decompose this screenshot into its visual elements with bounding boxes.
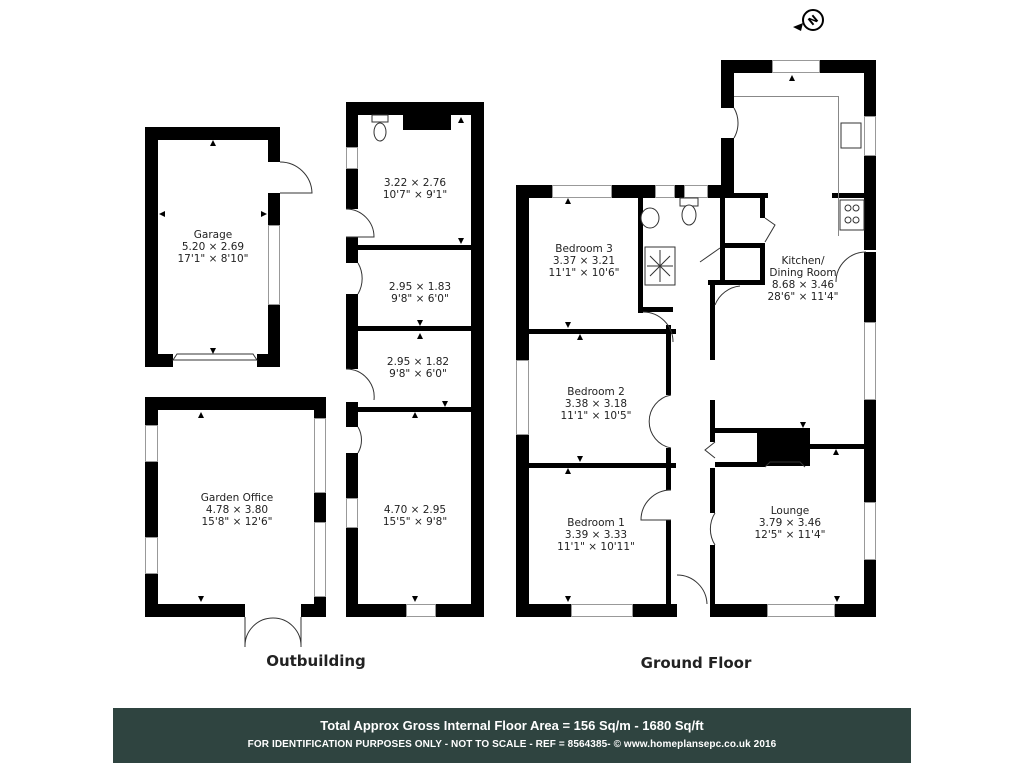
- room-name: Garden Office: [200, 492, 274, 504]
- room-imperial: 11'1" × 10'6": [548, 267, 620, 279]
- room-garage: Garage 5.20 × 2.69 17'1" × 8'10": [178, 229, 249, 265]
- disclaimer-text: FOR IDENTIFICATION PURPOSES ONLY - NOT T…: [247, 739, 777, 750]
- room-garden-office: Garden Office 4.78 × 3.80 15'8" × 12'6": [201, 492, 273, 528]
- room-bedroom-1: Bedroom 1 3.39 × 3.33 11'1" × 10'11": [557, 517, 635, 553]
- room-metric: 3.22 × 2.76: [383, 177, 447, 189]
- room-imperial: 15'8" × 12'6": [201, 516, 273, 528]
- room-imperial: 10'7" × 9'1": [382, 189, 448, 201]
- room-name: Bedroom 1: [567, 517, 625, 529]
- room-metric: 4.78 × 3.80: [205, 504, 269, 516]
- room-outbuilding-4: 4.70 × 2.95 15'5" × 9'8": [383, 504, 447, 528]
- room-name: Bedroom 3: [555, 243, 613, 255]
- room-outbuilding-1: 3.22 × 2.76 10'7" × 9'1": [383, 177, 447, 201]
- room-kitchen-dining: Kitchen/ Dining Room 8.68 × 3.46 28'6" ×…: [768, 255, 839, 303]
- ground-floor-title: Ground Floor: [640, 654, 752, 672]
- outbuilding-title: Outbuilding: [266, 652, 366, 670]
- room-name: Kitchen/: [781, 255, 825, 267]
- room-bedroom-3: Bedroom 3 3.37 × 3.21 11'1" × 10'6": [549, 243, 620, 279]
- room-imperial: 17'1" × 8'10": [177, 253, 249, 265]
- room-name-line2: Dining Room: [769, 267, 837, 279]
- room-metric: 8.68 × 3.46: [771, 279, 835, 291]
- room-outbuilding-2: 2.95 × 1.83 9'8" × 6'0": [389, 281, 451, 305]
- room-lounge: Lounge 3.79 × 3.46 12'5" × 11'4": [755, 505, 826, 541]
- room-outbuilding-3: 2.95 × 1.82 9'8" × 6'0": [387, 356, 449, 380]
- room-imperial: 15'5" × 9'8": [382, 516, 448, 528]
- room-metric: 3.37 × 3.21: [552, 255, 616, 267]
- room-metric: 5.20 × 2.69: [181, 241, 245, 253]
- room-imperial: 9'8" × 6'0": [389, 368, 447, 380]
- room-metric: 4.70 × 2.95: [383, 504, 447, 516]
- room-metric: 2.95 × 1.82: [386, 356, 450, 368]
- room-imperial: 11'1" × 10'5": [560, 410, 632, 422]
- room-bedroom-2: Bedroom 2 3.38 × 3.18 11'1" × 10'5": [561, 386, 632, 422]
- north-arrow-icon: N: [793, 9, 824, 31]
- footer-banner: Total Approx Gross Internal Floor Area =…: [113, 708, 911, 763]
- floor-area-text: Total Approx Gross Internal Floor Area =…: [320, 718, 704, 733]
- room-imperial: 12'5" × 11'4": [754, 529, 826, 541]
- room-metric: 3.39 × 3.33: [564, 529, 628, 541]
- room-imperial: 9'8" × 6'0": [391, 293, 449, 305]
- room-name: Garage: [193, 229, 233, 241]
- room-metric: 3.38 × 3.18: [564, 398, 628, 410]
- room-name: Bedroom 2: [567, 386, 625, 398]
- room-imperial: 11'1" × 10'11": [557, 541, 635, 553]
- room-metric: 2.95 × 1.83: [388, 281, 452, 293]
- room-name: Lounge: [770, 505, 810, 517]
- room-imperial: 28'6" × 11'4": [767, 291, 839, 303]
- room-metric: 3.79 × 3.46: [758, 517, 822, 529]
